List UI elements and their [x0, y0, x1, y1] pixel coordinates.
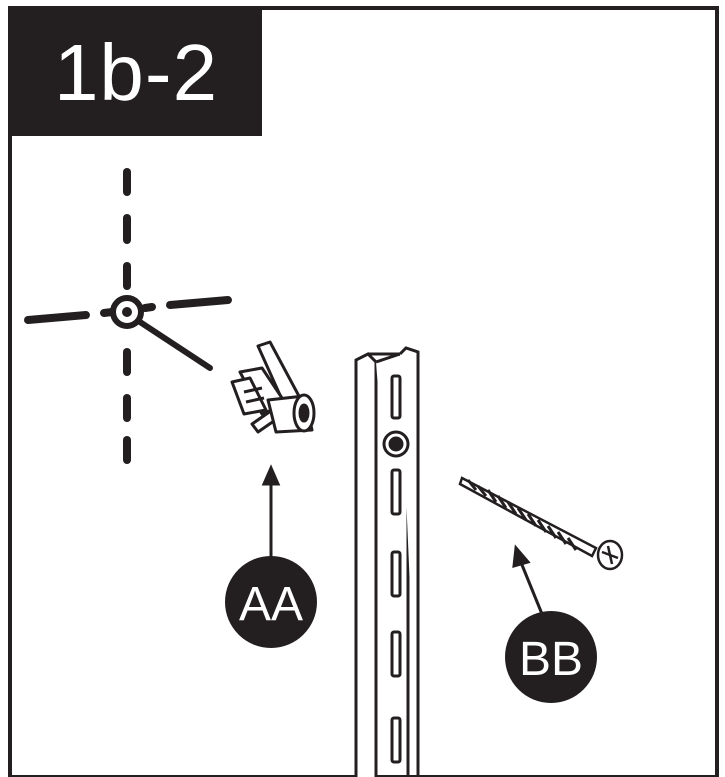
callout-badge-aa	[225, 556, 317, 648]
step-number-label: 1b-2	[53, 28, 219, 117]
wall-standard-icon	[354, 346, 420, 777]
callout-arrow-bb	[512, 544, 544, 615]
callout-label-aa: AA	[239, 578, 303, 631]
callout-label-bb: BB	[519, 633, 583, 686]
screw-icon	[458, 476, 624, 571]
callout-badge-bb	[505, 611, 597, 703]
wall-anchor-icon	[230, 340, 316, 434]
crosshair-mark-icon	[24, 168, 232, 464]
callout-arrow-aa	[261, 464, 281, 560]
step-number-badge: 1b-2	[10, 10, 262, 136]
